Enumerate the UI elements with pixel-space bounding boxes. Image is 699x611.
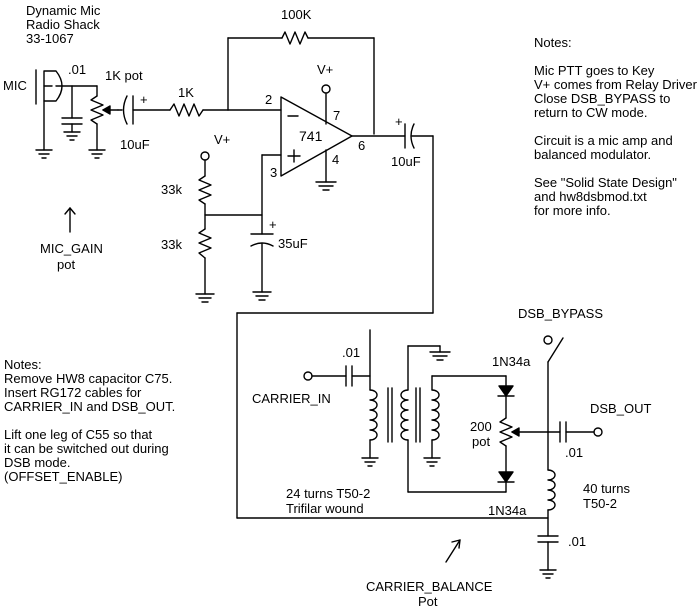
carrier-balance-pot-label: Pot	[418, 594, 438, 609]
source-line: Radio Shack	[26, 17, 100, 32]
r-33k-bottom-label: 33k	[161, 237, 182, 252]
bias-divider	[195, 151, 282, 303]
dsb-out-label: DSB_OUT	[590, 401, 652, 416]
transformer-wound-label: Trifilar wound	[286, 501, 364, 516]
dsb-output	[547, 421, 603, 443]
cap-10uf-out-label: 10uF	[391, 154, 421, 169]
plus-sign: +	[395, 114, 403, 129]
opamp-label: 741	[299, 128, 323, 144]
note-line: return to CW mode.	[534, 105, 648, 120]
pointer-arrows	[64, 207, 461, 563]
microphone-symbol	[35, 69, 63, 105]
balance-diodes-and-pot	[497, 375, 549, 493]
cap-10uf-in-label: 10uF	[120, 137, 150, 152]
bottom-cap-label: .01	[568, 534, 587, 549]
note-line: CARRIER_IN and DSB_OUT.	[4, 399, 176, 414]
note-line: it can be switched out during	[4, 441, 169, 456]
pin-3-label: 3	[270, 165, 278, 180]
opamp-741	[280, 96, 353, 177]
notes-title: Notes:	[4, 357, 42, 372]
note-line: Circuit is a mic amp and	[534, 133, 673, 148]
mic-gain-pot-label: pot	[57, 257, 76, 272]
notes-title: Notes:	[534, 35, 572, 50]
coil-core-label: T50-2	[583, 496, 617, 511]
note-line: balanced modulator.	[534, 147, 652, 162]
mic-label: MIC	[3, 78, 27, 93]
note-line: V+ comes from Relay Driver	[534, 77, 697, 92]
diode-top-label: 1N34a	[492, 354, 531, 369]
coupling-capacitor-10uf-in	[117, 95, 171, 125]
dsb-bypass-switch	[543, 335, 564, 433]
coupling-capacitor-10uf-out	[404, 123, 434, 314]
resistor-1k	[169, 103, 229, 117]
pin-7-label: 7	[333, 108, 341, 123]
note-line: See "Solid State Design"	[534, 175, 677, 190]
mic-ground-wire	[35, 100, 53, 159]
diode-bottom-label: 1N34a	[488, 503, 527, 518]
dsb-bypass-label: DSB_BYPASS	[518, 306, 604, 321]
source-line: Dynamic Mic	[26, 3, 101, 18]
pot-1k-label: 1K pot	[105, 68, 143, 83]
note-line: DSB mode.	[4, 455, 71, 470]
transformer-turns-label: 24 turns T50-2	[286, 486, 371, 501]
notes-left: Notes: Remove HW8 capacitor C75. Insert …	[4, 358, 175, 484]
opamp-supply	[321, 84, 331, 125]
r-100k-label: 100K	[281, 7, 312, 22]
mic-bypass-capacitor	[61, 85, 83, 141]
note-line: and hw8dsbmod.txt	[534, 189, 647, 204]
note-line: Remove HW8 capacitor C75.	[4, 371, 173, 386]
vplus-opamp-label: V+	[317, 62, 334, 77]
dsb-cap-label: .01	[565, 445, 584, 460]
mic-cap-label: .01	[68, 62, 87, 77]
output-coil-40-turns	[537, 431, 559, 579]
audio-route-wire	[236, 312, 549, 519]
mic-gain-pot	[88, 85, 119, 159]
feedback-resistor-100k	[227, 31, 375, 135]
note-line: Mic PTT goes to Key	[534, 63, 655, 78]
note-line: (OFFSET_ENABLE)	[4, 469, 123, 484]
mic-gain-label: MIC_GAIN	[40, 241, 103, 256]
cap-35uf-label: 35uF	[278, 236, 308, 251]
plus-sign: +	[269, 217, 277, 232]
pot-200-label: 200	[470, 419, 492, 434]
r-33k-top-label: 33k	[161, 182, 182, 197]
pin-4-label: 4	[332, 152, 340, 167]
r-1k-label: 1K	[178, 85, 194, 100]
note-line: Insert RG172 cables for	[4, 385, 142, 400]
carrier-balance-label: CARRIER_BALANCE	[366, 579, 493, 594]
vplus-divider-label: V+	[214, 132, 231, 147]
opamp-ground	[315, 149, 337, 191]
note-line: Lift one leg of C55 so that	[4, 427, 153, 442]
pot-200-pot-label: pot	[472, 434, 491, 449]
source-line: 33-1067	[26, 31, 74, 46]
pin-2-label: 2	[265, 92, 273, 107]
notes-right: Notes: Mic PTT goes to Key V+ comes from…	[534, 36, 697, 218]
mic-source-label: Dynamic Mic Radio Shack 33-1067	[26, 4, 100, 46]
carrier-input	[303, 365, 371, 387]
note-line: Close DSB_BYPASS to	[534, 91, 671, 106]
carrier-in-label: CARRIER_IN	[252, 391, 331, 406]
coil-turns-label: 40 turns	[583, 481, 630, 496]
plus-sign: +	[140, 92, 148, 107]
carrier-cap-label: .01	[342, 345, 361, 360]
pin-6-label: 6	[358, 138, 366, 153]
note-line: for more info.	[534, 203, 611, 218]
trifilar-transformer	[361, 329, 507, 493]
